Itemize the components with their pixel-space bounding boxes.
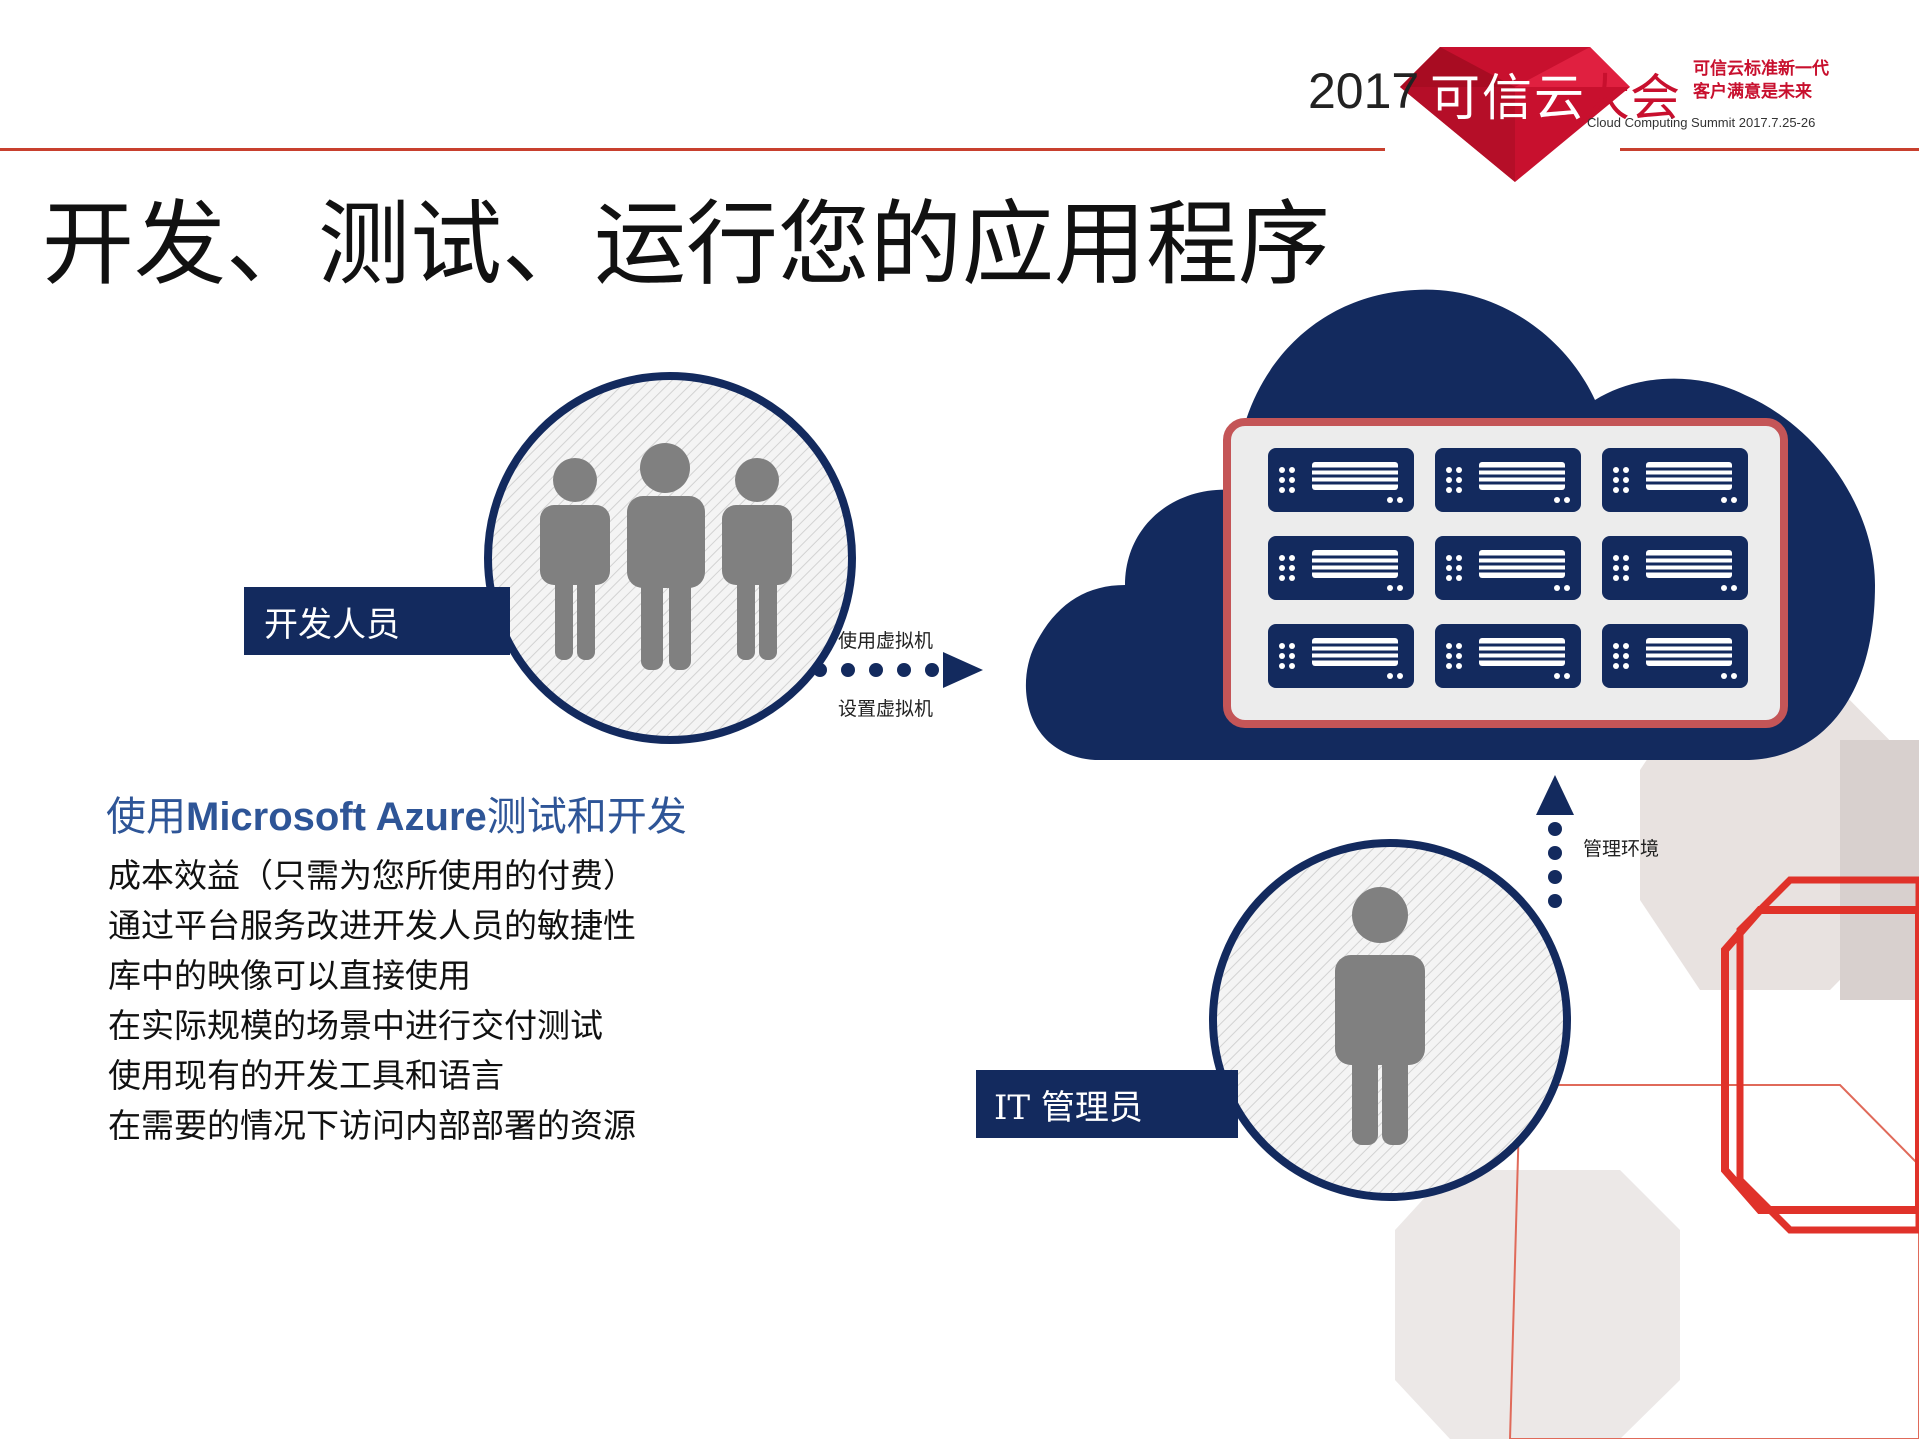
arrow-top-label: 使用虚拟机	[838, 630, 934, 652]
developers-label-text: 开发人员	[264, 604, 400, 645]
dotted-arrow-up	[1536, 775, 1574, 908]
logo-year: 2017	[1308, 63, 1420, 119]
page-title: 开发、测试、运行您的应用程序	[42, 191, 1331, 298]
bullet-list: 成本效益（只需为您所使用的付费） 通过平台服务改进开发人员的敏捷性 库中的映像可…	[108, 851, 636, 1151]
list-item: 成本效益（只需为您所使用的付费）	[108, 856, 636, 895]
server-icon	[1435, 448, 1581, 512]
server-grid	[1268, 448, 1748, 698]
server-icon	[1602, 448, 1748, 512]
admin-label: IT 管理员	[976, 1070, 1238, 1138]
person-icon	[1335, 887, 1425, 1145]
slogan-line-2: 客户满意是未来	[1693, 82, 1812, 102]
list-item: 在需要的情况下访问内部部署的资源	[108, 1106, 636, 1145]
logo-title-suffix: 大会	[1580, 69, 1680, 127]
people-group-icon	[540, 443, 792, 670]
server-icon	[1602, 536, 1748, 600]
logo-title: 可信云	[1430, 69, 1586, 127]
server-icon	[1602, 624, 1748, 688]
subheading: 使用Microsoft Azure测试和开发	[106, 784, 687, 842]
list-item: 通过平台服务改进开发人员的敏捷性	[108, 906, 636, 945]
server-icon	[1435, 536, 1581, 600]
server-icon	[1268, 624, 1414, 688]
list-item: 在实际规模的场景中进行交付测试	[108, 1006, 603, 1045]
developers-label: 开发人员	[244, 587, 510, 655]
subheading-prefix: 使用	[106, 794, 186, 840]
dotted-arrow-right	[813, 652, 983, 688]
summit-date: Cloud Computing Summit 2017.7.25-26	[1587, 115, 1816, 130]
server-icon	[1268, 448, 1414, 512]
subheading-suffix: 测试和开发	[486, 794, 687, 840]
server-icon	[1435, 624, 1581, 688]
admin-label-text: IT 管理员	[994, 1087, 1143, 1128]
header-rule-right	[1620, 148, 1919, 151]
list-item: 库中的映像可以直接使用	[108, 956, 471, 995]
admin-arrow-label: 管理环境	[1583, 838, 1660, 860]
logo-gem-icon	[1400, 47, 1630, 182]
server-icon	[1268, 536, 1414, 600]
slogan-line-1: 可信云标准新一代	[1693, 59, 1829, 79]
arrow-bottom-label: 设置虚拟机	[838, 698, 934, 720]
subheading-brand: Microsoft Azure	[186, 795, 487, 839]
list-item: 使用现有的开发工具和语言	[108, 1056, 504, 1095]
header-rule-left	[0, 148, 1385, 151]
